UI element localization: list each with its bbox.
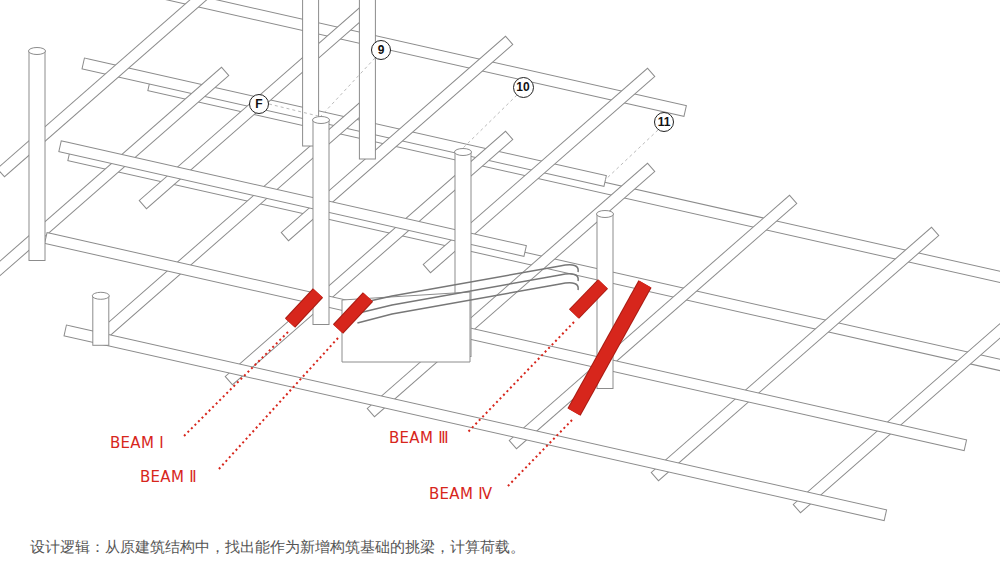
caption: 设计逻辑：从原建筑结构中，找出能作为新增构筑基础的挑梁，计算荷载。 (30, 538, 525, 557)
beam-outline (233, 139, 505, 377)
beam-label: BEAM Ⅱ (140, 468, 197, 486)
column-top (92, 292, 109, 299)
column (30, 52, 45, 260)
beam-outline (801, 267, 1000, 505)
grid-bubble: 9 (371, 40, 391, 60)
beam-label: BEAM Ⅲ (389, 429, 449, 447)
column-top (455, 149, 472, 156)
column-outline (359, 0, 376, 159)
beam-outline (375, 171, 647, 409)
leader-line (184, 332, 288, 436)
grid-axis-line (605, 130, 658, 180)
red-beam-edge (574, 284, 645, 412)
leader-line (468, 322, 574, 432)
beam (517, 203, 789, 441)
beam (71, 332, 880, 514)
beam-outline (169, 0, 680, 110)
beam (51, 239, 960, 444)
leader-line (218, 338, 338, 470)
red-beam (338, 297, 368, 329)
beam-outline (71, 332, 880, 514)
column (360, 0, 375, 158)
grid-axis-line (269, 104, 318, 116)
column-top (313, 117, 330, 124)
red-beam (574, 284, 603, 314)
grid-number: 11 (658, 116, 671, 128)
beam (375, 171, 647, 409)
grid-number: 10 (516, 81, 529, 93)
beam-outline (51, 239, 960, 444)
column-top (29, 48, 46, 55)
red-beam-edge (574, 284, 603, 314)
grid-number: 9 (378, 44, 385, 56)
column-top (597, 211, 614, 218)
beam-outline (659, 235, 931, 473)
red-beam (290, 293, 318, 323)
beam-label: BEAM Ⅰ (110, 434, 164, 452)
beam-outline (517, 203, 789, 441)
grid-axis-line (321, 58, 375, 116)
grid-number: F (255, 98, 262, 110)
leader-line (506, 420, 572, 488)
red-beam-edge (290, 293, 318, 323)
beam-outline (65, 147, 519, 249)
escalator-rail (352, 265, 578, 305)
escalator-rail (357, 283, 578, 323)
beam (659, 235, 931, 473)
beam (65, 147, 519, 249)
beam (103, 107, 363, 335)
red-beam (574, 284, 645, 412)
column-outline (92, 296, 109, 346)
grid-axis-line (463, 95, 517, 148)
beam-label: BEAM Ⅳ (429, 485, 492, 503)
beam (233, 139, 505, 377)
red-beam-edge (338, 297, 368, 329)
grid-bubble: 10 (513, 77, 534, 98)
escalator-rail (355, 274, 578, 314)
grid-bubble: 11 (654, 112, 674, 132)
beam (169, 0, 680, 110)
beam-outline (103, 107, 363, 335)
grid-bubble: F (249, 94, 269, 114)
column (93, 297, 108, 345)
column-outline (29, 51, 46, 261)
beam (801, 267, 1000, 505)
